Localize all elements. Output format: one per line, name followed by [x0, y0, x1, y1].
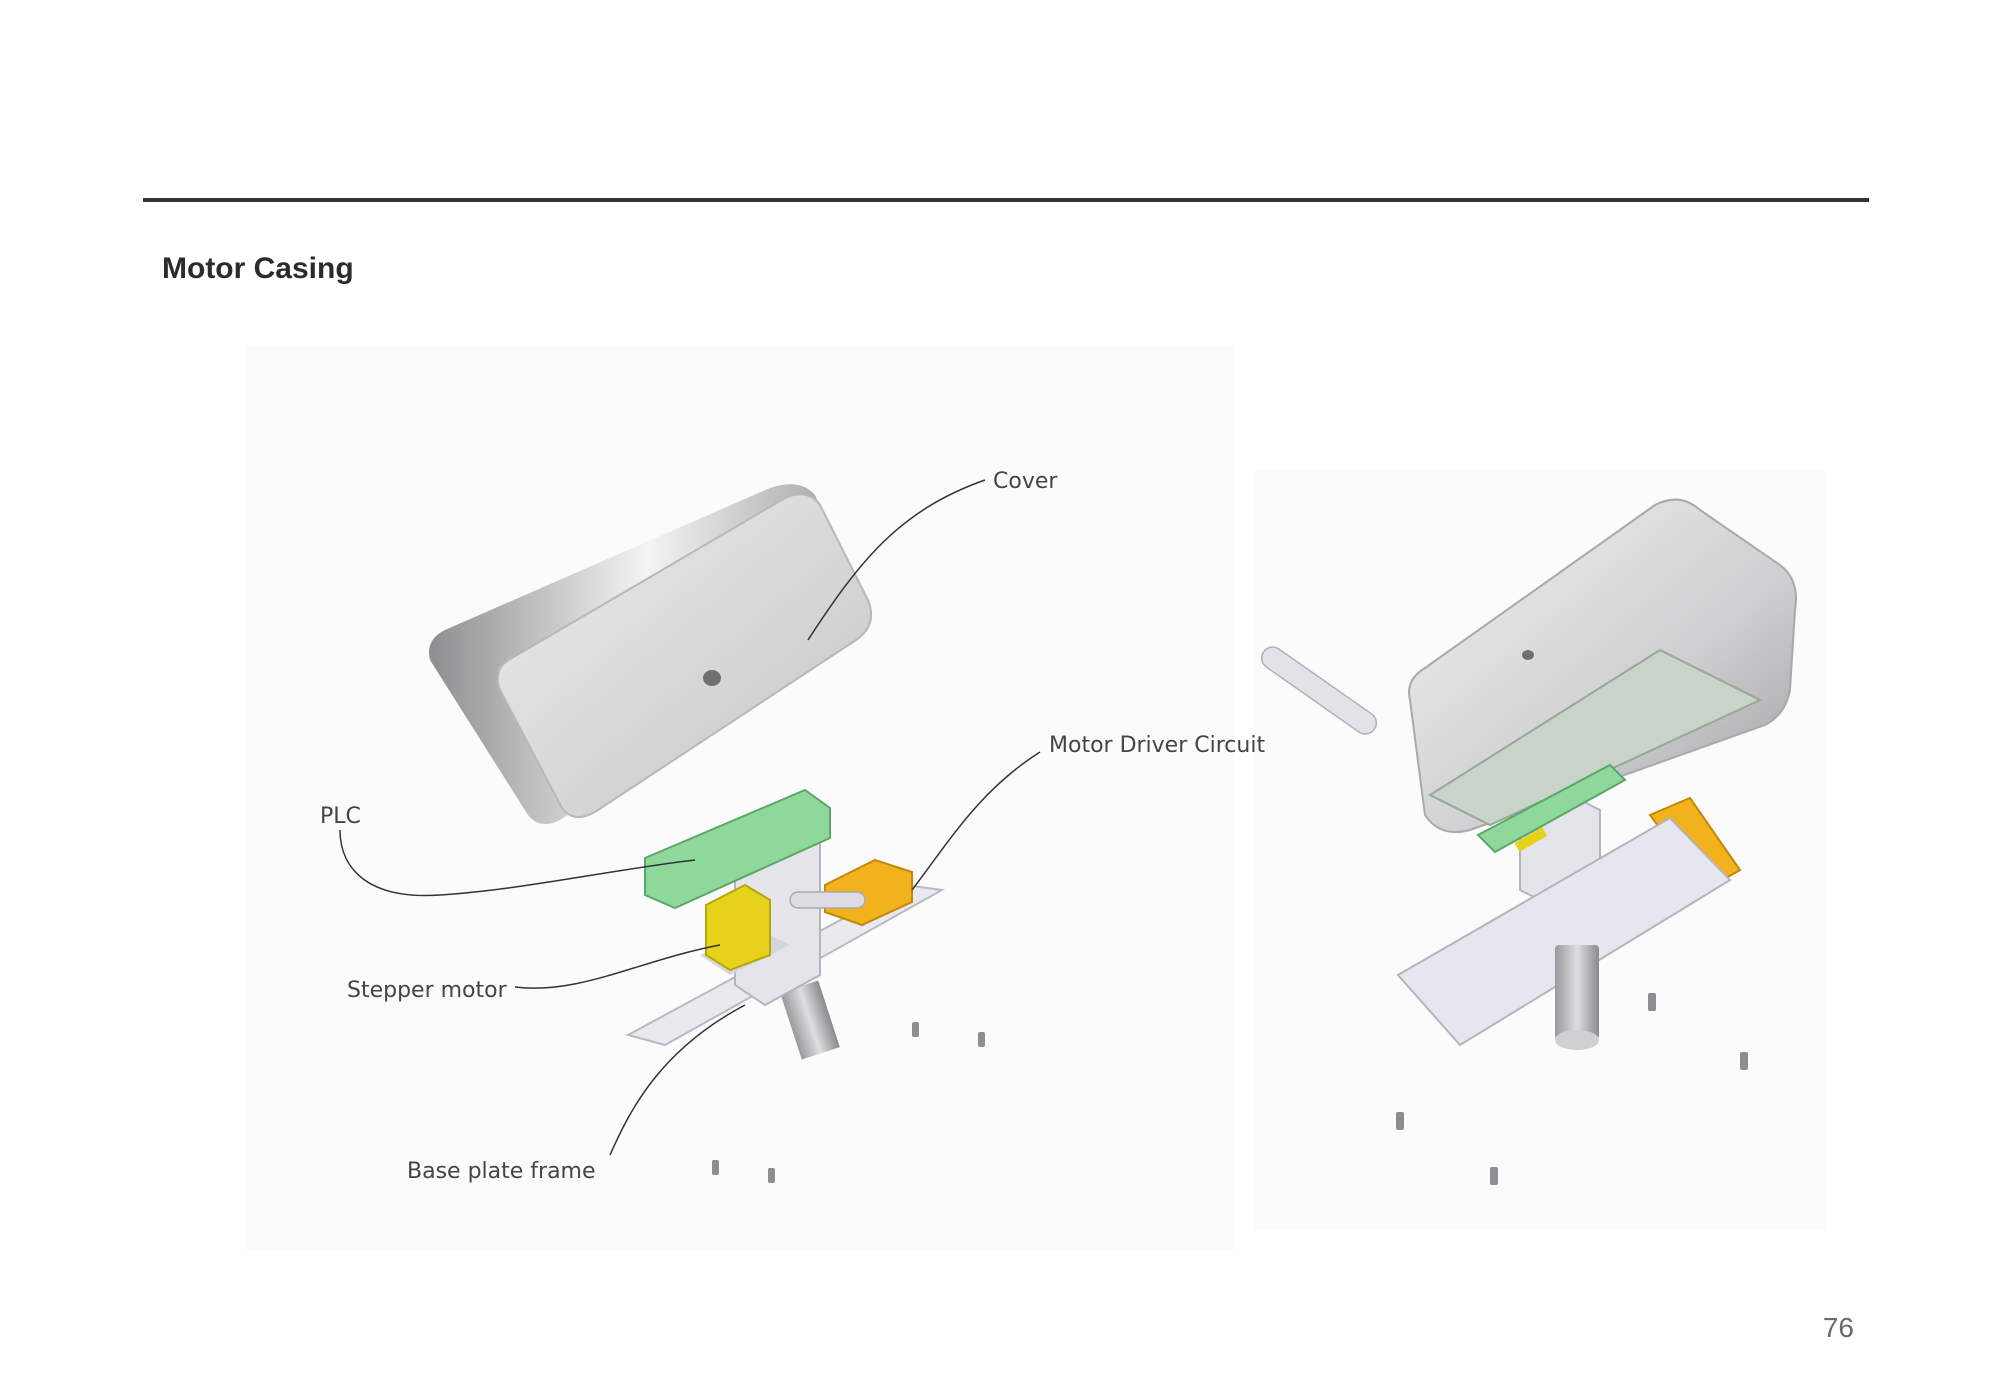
horizontal-shaft — [789, 891, 866, 909]
cover-opening — [1427, 648, 1763, 827]
cover-leader — [807, 479, 986, 641]
label-stepper-motor: Stepper motor — [347, 978, 508, 1003]
plc-part — [644, 788, 831, 910]
right-assembled-view — [1260, 498, 1797, 1185]
left-exploded-view — [429, 484, 985, 1183]
left-render-backdrop — [245, 345, 1235, 1250]
base-plate-leader — [609, 1004, 746, 1156]
lower-shaft — [780, 980, 840, 1060]
motor-driver-leader — [911, 751, 1041, 891]
label-base-plate-frame: Base plate frame — [407, 1159, 596, 1184]
plc-leader — [339, 829, 696, 897]
label-plc: PLC — [320, 804, 361, 829]
stepper-leader — [514, 944, 721, 989]
header-rule — [143, 198, 1869, 202]
cover-hole — [703, 670, 721, 686]
left-screws — [712, 1022, 985, 1183]
right-plc — [1476, 763, 1627, 854]
right-shaft — [1555, 945, 1599, 1040]
stepper-motor-part — [705, 883, 771, 972]
right-screws — [1396, 993, 1748, 1185]
label-cover: Cover — [993, 469, 1058, 494]
page-number: 76 — [1822, 1312, 1854, 1343]
cover-part — [429, 484, 872, 824]
right-yellow-pin — [1514, 827, 1548, 852]
leader-lines — [339, 479, 1041, 1156]
page-title: Motor Casing — [162, 252, 354, 285]
loose-rod — [1260, 646, 1378, 735]
right-base-plate — [1396, 816, 1732, 1047]
label-motor-driver-circuit: Motor Driver Circuit — [1049, 733, 1265, 758]
